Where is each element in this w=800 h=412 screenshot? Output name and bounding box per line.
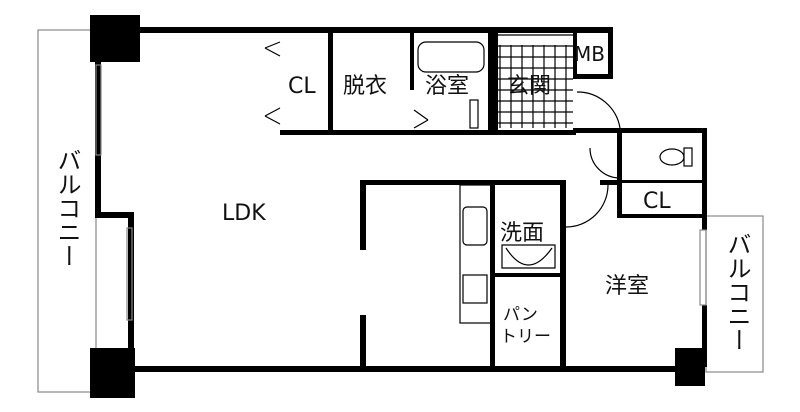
room-label-pantry-2: トリー [500,327,551,347]
doors [264,41,621,228]
column-top-left [90,15,140,62]
shower-icon [469,99,479,129]
room-label-balcony-left: バルコニー [53,148,81,268]
room-label-closet-top: CL [288,74,316,99]
room-label-closet-right: CL [643,189,671,214]
entrance-tiles [498,34,573,128]
column-bottom-left [90,348,135,398]
room-label-dressing: 脱衣 [343,74,387,99]
room-label-entrance: 玄関 [507,74,551,99]
room-label-meter-box: MB [574,42,605,66]
room-label-washroom: 洗面 [500,221,544,246]
kitchen-counter [459,184,494,324]
room-label-bathroom: 浴室 [425,74,469,99]
kitchen-sink-icon [462,206,488,246]
stove-icon [462,274,488,304]
bathtub-icon [417,41,485,73]
windows [95,64,707,321]
walls [95,27,707,372]
toilet-icon [659,147,693,167]
room-label-ldk: LDK [222,201,266,226]
room-label-western-room: 洋室 [605,274,649,299]
room-label-pantry-1: パン [503,305,538,325]
washbasin-icon [501,244,556,269]
room-label-balcony-right: バルコニー [723,232,751,352]
column-bottom-right [675,348,705,386]
